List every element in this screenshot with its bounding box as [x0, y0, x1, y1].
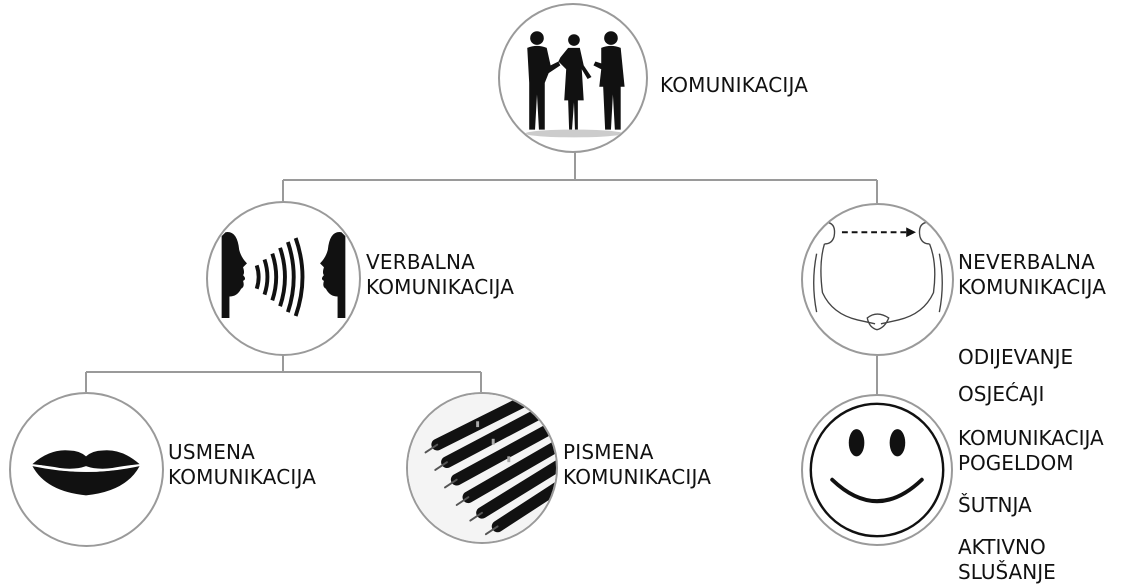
root-label-line-1: KOMUNIKACIJA: [660, 73, 809, 97]
oral-label: USMENA KOMUNIKACIJA: [168, 440, 316, 490]
oral-label-line-1: USMENA: [168, 440, 256, 464]
nonverbal-label-line-2: KOMUNIKACIJA: [958, 275, 1107, 299]
written-label-line-2: KOMUNIKACIJA: [563, 465, 712, 489]
pens-icon: [408, 394, 556, 542]
nonverbal-list-item-dress-line-1: ODIJEVANJE: [958, 345, 1074, 369]
nonverbal-list-item-gaze-line-1: KOMUNIKACIJA: [958, 426, 1104, 450]
oral-label-line-2: KOMUNIKACIJA: [168, 465, 317, 489]
nonverbal-list-item-silence: ŠUTNJA: [958, 493, 1032, 518]
speaking-heads-icon: [221, 232, 346, 318]
nonverbal-list-item-listening-line-2: SLUŠANJE: [958, 560, 1056, 584]
nonverbal-node-circle: [801, 203, 954, 356]
nonverbal-list-item-feelings: OSJEĆAJI: [958, 382, 1044, 407]
nonverbal-list-item-listening-line-1: AKTIVNO: [958, 535, 1046, 559]
handshake-icon: [813, 221, 943, 331]
verbal-label-line-1: VERBALNA: [366, 250, 476, 274]
people-talking-icon: [525, 31, 625, 138]
verbal-label-line-2: KOMUNIKACIJA: [366, 275, 515, 299]
lips-icon: [32, 450, 140, 496]
written-label-line-1: PISMENA: [563, 440, 654, 464]
verbal-node-circle: [206, 201, 361, 356]
oral-node-circle: [9, 392, 164, 547]
nonverbal-list-item-silence-line-1: ŠUTNJA: [958, 493, 1032, 517]
nonverbal-label-line-1: NEVERBALNA: [958, 250, 1095, 274]
verbal-label: VERBALNA KOMUNIKACIJA: [366, 250, 514, 300]
root-node-circle: [498, 3, 648, 153]
nonverbal-label: NEVERBALNA KOMUNIKACIJA: [958, 250, 1106, 300]
nonverbal-list-item-dress: ODIJEVANJE: [958, 345, 1073, 370]
smiley-node-circle: [801, 394, 953, 546]
nonverbal-list-item-listening: AKTIVNO SLUŠANJE: [958, 535, 1056, 585]
written-node-circle: [406, 392, 558, 544]
root-label: KOMUNIKACIJA: [660, 73, 808, 98]
smiley-face-icon: [809, 402, 945, 538]
nonverbal-list-item-feelings-line-1: OSJEĆAJI: [958, 382, 1045, 406]
written-label: PISMENA KOMUNIKACIJA: [563, 440, 711, 490]
nonverbal-list-item-gaze-line-2: POGELDOM: [958, 451, 1074, 475]
nonverbal-list-item-gaze: KOMUNIKACIJA POGELDOM: [958, 426, 1104, 476]
